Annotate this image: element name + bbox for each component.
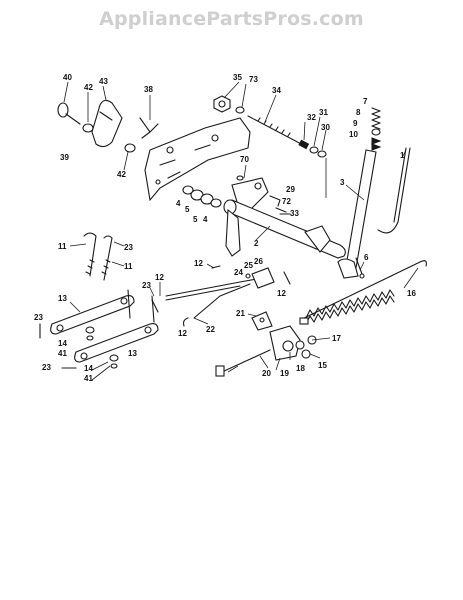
callout-2: 2: [254, 239, 259, 248]
lift-plate: [144, 117, 251, 202]
callout-73: 73: [249, 75, 258, 84]
callout-43: 43: [99, 77, 108, 86]
callout-25: 25: [244, 261, 253, 270]
lift-link-11: [83, 232, 113, 281]
callout-39: 39: [60, 153, 69, 162]
bracket-assembly: [269, 317, 317, 361]
callout-4: 4: [203, 215, 208, 224]
callout-10: 10: [349, 130, 358, 139]
callout-8: 8: [356, 108, 361, 117]
pin-29-72-33: [269, 195, 291, 215]
spring-7-8: [370, 107, 382, 151]
bracket-21: [251, 311, 273, 331]
callout-29: 29: [286, 185, 295, 194]
lift-arm-13a: [50, 295, 135, 335]
lift-lever-3: [337, 149, 377, 279]
callout-42: 42: [117, 170, 126, 179]
callout-30: 30: [321, 123, 330, 132]
callout-23: 23: [124, 243, 133, 252]
watermark: AppliancePartsPros.com: [99, 8, 364, 30]
callout-6: 6: [364, 253, 369, 262]
handle-1: [377, 147, 411, 234]
callout-13: 13: [58, 294, 67, 303]
bolt-6: [355, 257, 365, 279]
callout-14: 14: [58, 339, 67, 348]
callout-16: 16: [407, 289, 416, 298]
callout-23: 23: [42, 363, 51, 372]
bolt-20: [215, 349, 271, 377]
callout-13: 13: [128, 349, 137, 358]
callout-1: 1: [400, 151, 405, 160]
linkage-rods: [151, 265, 291, 327]
nut-35: [213, 95, 245, 114]
threaded-rod-34: [247, 115, 327, 158]
knob-assembly: [57, 99, 136, 153]
callout-24: 24: [234, 268, 243, 277]
link-pins: [39, 289, 155, 369]
callout-35: 35: [233, 73, 242, 82]
spring-16: [299, 260, 427, 325]
callout-12: 12: [194, 259, 203, 268]
callout-4: 4: [176, 199, 181, 208]
callout-11: 11: [58, 242, 67, 251]
callout-32: 32: [307, 113, 316, 122]
callout-7: 7: [363, 97, 368, 106]
callout-72: 72: [282, 197, 291, 206]
washer-stack: [182, 185, 222, 208]
callout-5: 5: [193, 215, 198, 224]
callout-12: 12: [155, 273, 164, 282]
callout-33: 33: [290, 209, 299, 218]
callout-31: 31: [319, 108, 328, 117]
callout-12: 12: [277, 289, 286, 298]
callout-22: 22: [206, 325, 215, 334]
callout-21: 21: [236, 309, 245, 318]
callout-9: 9: [353, 119, 358, 128]
callout-26: 26: [254, 257, 263, 266]
callout-labels: 40 42 43 39 42 38 35 73 34 32 31 30 7 8 …: [34, 73, 416, 383]
callout-19: 19: [280, 369, 289, 378]
callout-12: 12: [178, 329, 187, 338]
callout-11: 11: [124, 262, 133, 271]
callout-3: 3: [340, 178, 345, 187]
callout-20: 20: [262, 369, 271, 378]
cross-shaft-2: [223, 199, 346, 259]
callout-17: 17: [332, 334, 341, 343]
clip-38: [139, 117, 159, 139]
callout-41: 41: [58, 349, 67, 358]
callout-5: 5: [185, 205, 190, 214]
lift-arm-13b: [74, 323, 159, 363]
callout-42: 42: [84, 83, 93, 92]
callout-18: 18: [296, 364, 305, 373]
callout-23: 23: [142, 281, 151, 290]
callout-70: 70: [240, 155, 249, 164]
callout-34: 34: [272, 86, 281, 95]
callout-38: 38: [144, 85, 153, 94]
callout-14: 14: [84, 364, 93, 373]
callout-23: 23: [34, 313, 43, 322]
callout-41: 41: [84, 374, 93, 383]
callout-15: 15: [318, 361, 327, 370]
leader-lines: [63, 81, 419, 381]
callout-40: 40: [63, 73, 72, 82]
